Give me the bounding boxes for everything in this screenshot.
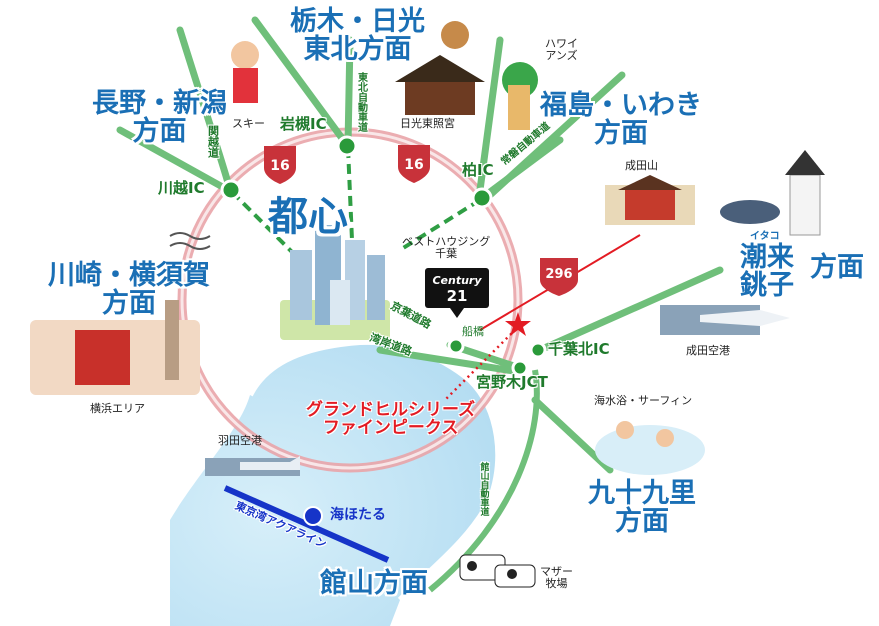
miyanogi-jct-dot: [511, 359, 529, 377]
skier-illustration: [231, 41, 259, 103]
region-kujukuri: 九十九里方面: [588, 478, 696, 538]
nikko-shrine-illustration: [395, 55, 485, 115]
property-label: グランドヒルシリーズファインピークス: [306, 400, 476, 438]
road-tohoku: 東北自動車道: [355, 72, 367, 132]
cows-illustration: [459, 554, 536, 588]
funabashi-dot: [447, 337, 465, 355]
label-chibakita-ic: 千葉北IC: [548, 340, 610, 358]
naritasan-illustration: [605, 175, 695, 225]
place-funabashi: 船橋: [462, 325, 484, 338]
place-narita-airport: 成田空港: [686, 344, 730, 357]
hawaiians-illustration: [502, 62, 538, 130]
region-itako-choshi: 潮来銚子: [740, 242, 794, 302]
kawagoe-ic-dot: [220, 179, 242, 201]
label-kawagoe-ic: 川越IC: [158, 179, 205, 197]
place-mother-farm: マザー牧場: [540, 565, 573, 590]
hawaii-road: [476, 36, 504, 194]
road-tateyama: 館山自動車道: [478, 462, 489, 516]
place-haneda: 羽田空港: [218, 434, 262, 447]
region-tochigi: 栃木・日光東北方面: [290, 6, 425, 66]
lighthouse-illustration: [785, 150, 825, 236]
region-kawasaki: 川崎・横須賀方面: [48, 260, 210, 320]
region-nagano: 長野・新潟方面: [92, 88, 227, 148]
place-hawaiians: ハワイアンズ: [545, 37, 578, 62]
place-best-housing: ベストハウジング千葉: [402, 235, 491, 260]
century21-logo: Century 21: [425, 268, 489, 308]
tokyo-bay: [170, 341, 499, 626]
region-tateyama: 館山方面: [320, 568, 428, 599]
wangan-road: [376, 346, 524, 376]
narita-plane-illustration: [660, 305, 790, 335]
region-itako-suffix: 方面: [810, 252, 864, 283]
haneda-plane-illustration: [205, 456, 300, 476]
chibakita-ic-dot: [529, 341, 547, 359]
logo-pointer: [450, 308, 464, 318]
place-beach: 海水浴・サーフィン: [594, 394, 693, 407]
route296-shield: 296: [545, 267, 573, 282]
nagano-road: [116, 126, 232, 194]
kashiwa-ic-dot: [471, 187, 493, 209]
beach-illustration: [595, 421, 705, 475]
tohoku-expressway: [344, 36, 354, 149]
road-kanetsu: 関越道: [206, 125, 220, 158]
label-miyanogi-jct: 宮野木JCT: [476, 373, 548, 391]
fukushima-road: [486, 71, 626, 199]
label-kashiwa-ic: 柏IC: [462, 161, 494, 179]
city-buildings: [280, 225, 390, 340]
place-ski: スキー: [232, 117, 265, 130]
route16-shield-a-shape: [264, 146, 296, 184]
route16-shield-b: 16: [404, 157, 424, 173]
yokohama-illustration: [30, 300, 200, 395]
route16-shield-b-shape: [398, 145, 430, 183]
bay-coast: [247, 338, 502, 603]
higashikanto-expressway: [536, 266, 724, 354]
region-toshin: 都心: [268, 194, 348, 240]
iwatsuki-ic-dot: [336, 135, 358, 157]
property-star: [505, 312, 531, 336]
region-fukushima: 福島・いわき方面: [540, 90, 702, 150]
place-nikko: 日光東照宮: [400, 117, 455, 130]
itako-yomi: イタコ: [750, 231, 780, 242]
umihotaru-dot: [303, 506, 323, 526]
kujukuri-road: [531, 396, 614, 474]
tuna-illustration: [720, 200, 780, 224]
place-naritasan: 成田山: [625, 159, 658, 172]
place-umihotaru: 海ほたる: [330, 507, 386, 523]
tochigi-road: [251, 16, 351, 149]
place-yokohama: 横浜エリア: [90, 402, 145, 415]
aqualine: [223, 485, 390, 563]
label-iwatsuki-ic: 岩槻IC: [280, 115, 327, 133]
route16-shield-a: 16: [270, 158, 290, 174]
monkey-illustration: [441, 21, 469, 49]
route296-shield-shape: [540, 258, 578, 296]
